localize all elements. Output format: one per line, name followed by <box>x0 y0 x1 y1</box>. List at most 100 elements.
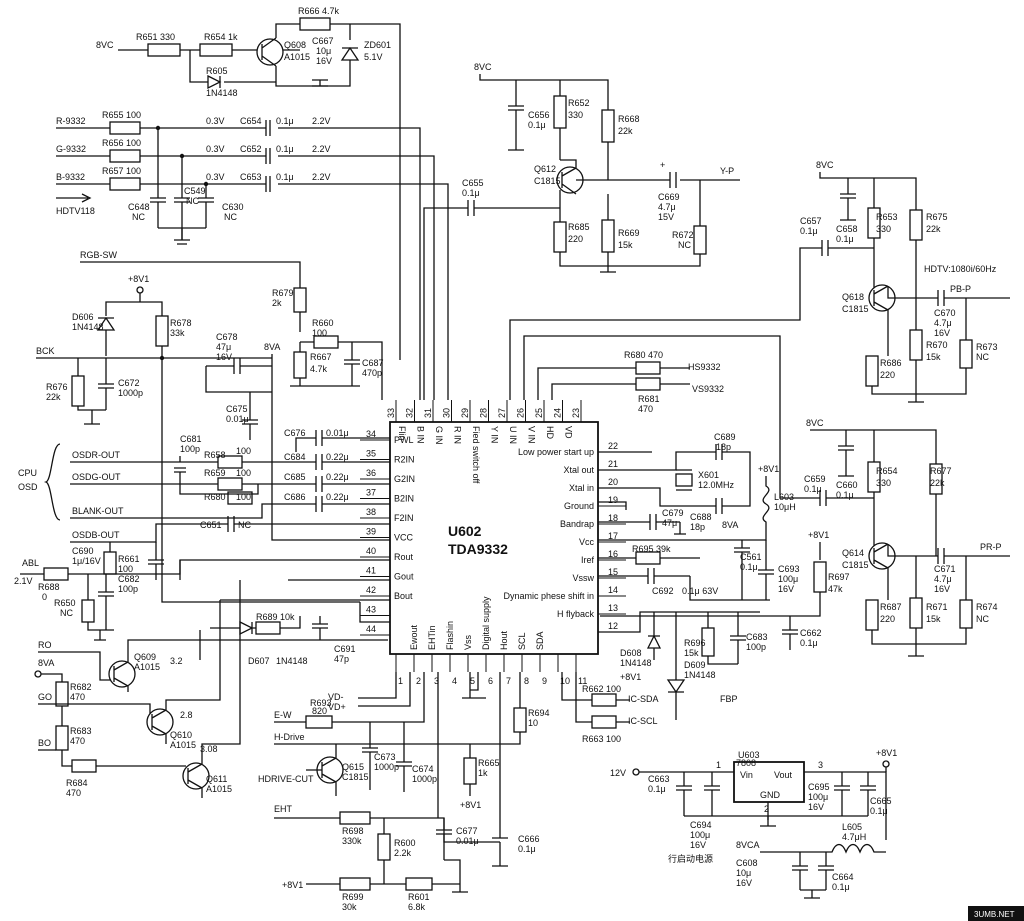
c655-val: 0.1μ <box>462 188 480 198</box>
v22-a: 2.2V <box>312 116 331 126</box>
ic-pin-number: 23 <box>571 408 581 418</box>
u603-vin: Vin <box>740 770 753 780</box>
r676-val: 22k <box>46 392 61 402</box>
section-crystal: C689 18p X601 12.0MHz C688 18p C679 47μ … <box>598 432 822 720</box>
ic-pin-name: Vssw <box>572 573 594 583</box>
c682-ref: C682 <box>118 574 140 584</box>
r677-val: 22k <box>930 478 945 488</box>
section-sync: R680 470 R681 470 HS9332 VS9332 <box>537 350 724 414</box>
section-osd: CPU OSD OSDR-OUT OSDG-OUT BLANK-OUT OSDB… <box>18 428 390 594</box>
c669-v: 15V <box>658 212 674 222</box>
ic-pin-number: 12 <box>608 621 618 631</box>
q618-part: C1815 <box>842 304 869 314</box>
ic-pin-number: 1 <box>398 676 403 686</box>
ic-pin-number: 17 <box>608 531 618 541</box>
ic-pin-number: 37 <box>366 488 376 498</box>
l605-val: 4.7μH <box>842 832 866 842</box>
ic-pin-name: G2IN <box>394 474 415 484</box>
c675-ref: C675 <box>226 404 248 414</box>
v03-a: 0.3V <box>206 116 225 126</box>
ic-pin-number: 36 <box>366 468 376 478</box>
c672-ref: C672 <box>118 378 140 388</box>
c662-val: 0.1μ <box>800 638 818 648</box>
ic-pin-name: Flashin <box>445 621 455 650</box>
c691-val: 47p <box>334 654 349 664</box>
c691-ref: C691 <box>334 644 356 654</box>
r694-ref: R694 <box>528 708 550 718</box>
r671-val: 15k <box>926 614 941 624</box>
r661-ref: R661 <box>118 554 140 564</box>
r699-ref: R699 <box>342 892 364 902</box>
c695-ref: C695 <box>808 782 830 792</box>
r660-ref: R660 <box>312 318 334 328</box>
r658-ref: R658 <box>204 450 226 460</box>
ic-body <box>389 421 599 655</box>
net-r9332: R-9332 <box>56 116 86 126</box>
zd601-ref: ZD601 <box>364 40 391 50</box>
l603-ref: L603 <box>774 492 794 502</box>
c654-ref: C654 <box>240 116 262 126</box>
r654b-val: 330 <box>876 478 891 488</box>
c670-ref: C670 <box>934 308 956 318</box>
ic-pin-name: Vss <box>463 634 473 650</box>
c686-ref: C686 <box>284 492 306 502</box>
pin-1: 1 <box>716 760 721 770</box>
ic-pin-name: Vcc <box>579 537 595 547</box>
c677-val: 0.01μ <box>456 836 479 846</box>
c685-ref: C685 <box>284 472 306 482</box>
c695-val: 100μ <box>808 792 828 802</box>
section-rgb-inputs: R-9332 G-9332 B-9332 R655 100 R656 100 R… <box>56 110 449 400</box>
ic-pin-name: VD <box>564 426 574 439</box>
ic-pin-number: 39 <box>366 527 376 537</box>
ic-pin-number: 19 <box>608 495 618 505</box>
net-scl: IC-SCL <box>628 716 658 726</box>
r681-ref: R681 <box>638 394 660 404</box>
c687-ref: C687 <box>362 358 384 368</box>
net-prp: PR-P <box>980 542 1002 552</box>
net-osdb: OSDB-OUT <box>72 530 120 540</box>
ic-pin-number: 28 <box>479 408 489 418</box>
section-iic: R662 100 R663 100 IC-SDA IC-SCL <box>561 672 659 744</box>
ic-pin-number: 16 <box>608 549 618 559</box>
u603-part: 7808 <box>736 758 756 768</box>
net-8vc-b: 8VC <box>474 62 492 72</box>
c669-plus: + <box>660 160 665 170</box>
c685-val: 0.22μ <box>326 472 349 482</box>
c671-v: 16V <box>934 584 950 594</box>
c561-val: 0.1μ <box>740 562 758 572</box>
d606-ref: D606 <box>72 312 94 322</box>
r686-val: 220 <box>880 370 895 380</box>
r694-val: 10 <box>528 718 538 728</box>
r697-val: 47k <box>828 584 843 594</box>
r674-ref: R674 <box>976 602 998 612</box>
c687-val: 470p <box>362 368 382 378</box>
v22-b: 2.2V <box>312 144 331 154</box>
c679-ref: C679 <box>662 508 684 518</box>
watermark-box <box>968 906 1024 921</box>
c653-val: 0.1μ <box>276 172 294 182</box>
c671-ref: C671 <box>934 564 956 574</box>
c694-val: 100μ <box>690 830 710 840</box>
c683-val: 100p <box>746 642 766 652</box>
net-hdrivecut: HDRIVE-CUT <box>258 774 314 784</box>
ic-pin-name: HD <box>545 426 555 439</box>
q610-ref: Q610 <box>170 730 192 740</box>
section-clamp-8vc: 8VC R651 330 R654 1k Q608 A1015 R666 4.7… <box>96 6 401 360</box>
ic-pin-name: PWL <box>394 435 414 445</box>
r670-ref: R670 <box>926 340 948 350</box>
net-hs9332: HS9332 <box>688 362 721 372</box>
net-bo: BO <box>38 738 51 748</box>
ic-pin-name: Fied switch off <box>471 426 481 484</box>
net-ro: RO <box>38 640 52 650</box>
r605-part: 1N4148 <box>206 88 238 98</box>
r685-ref: R685 <box>568 222 590 232</box>
net-81v-c: +8V1 <box>282 880 303 890</box>
r650-ref: R650 <box>54 598 76 608</box>
r663-label: R663 100 <box>582 734 621 744</box>
r687-val: 220 <box>880 614 895 624</box>
r669-val: 15k <box>618 240 633 250</box>
net-pbp: PB-P <box>950 284 971 294</box>
ic-pin-number: 11 <box>578 676 587 686</box>
c665-val: 0.1μ <box>870 806 888 816</box>
net-81v-a: +8V1 <box>128 274 149 284</box>
